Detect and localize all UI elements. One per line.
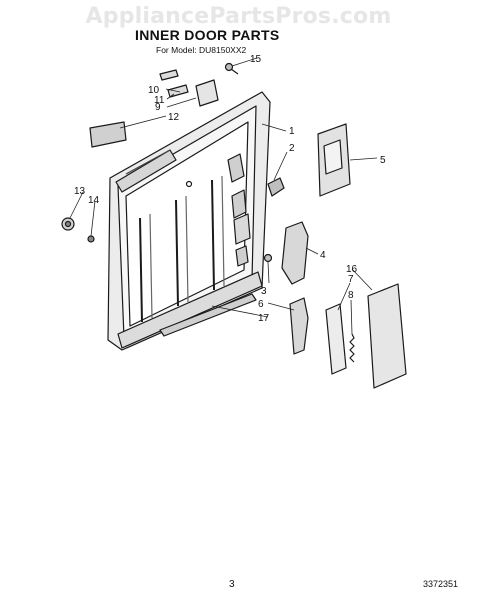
leader-lines: [69, 57, 378, 335]
callout-7: 7: [348, 274, 354, 285]
page-title: INNER DOOR PARTS: [135, 27, 280, 43]
callout-8: 8: [348, 290, 354, 301]
callout-1: 1: [289, 126, 295, 137]
side-trim: [367, 283, 407, 389]
vent-clip-lower: [167, 84, 189, 98]
callout-17: 17: [258, 313, 270, 324]
vent-clip-upper: [159, 69, 179, 81]
callout-13: 13: [74, 186, 86, 197]
nut: [87, 235, 95, 243]
vent-cover: [195, 79, 219, 107]
document-number: 3372351: [423, 579, 459, 589]
hinge: [289, 297, 309, 355]
callout-11: 11: [154, 95, 165, 106]
callout-3: 3: [261, 286, 267, 297]
inner-door-panel: [107, 91, 271, 351]
spring-bracket: [325, 303, 347, 375]
page-number: 3: [229, 579, 235, 590]
callout-labels: 1 2 5 4 3 6 7 8 9 10 11 12 13 14 15 16 1…: [74, 54, 386, 324]
hinge-bracket: [281, 221, 309, 285]
callout-4: 4: [320, 250, 326, 261]
bottom-gasket: [159, 293, 257, 337]
callout-9: 9: [155, 102, 161, 113]
screw: [224, 62, 239, 75]
callout-10: 10: [148, 85, 160, 96]
callout-2: 2: [289, 143, 295, 154]
detergent-dispenser: [317, 123, 351, 197]
spring: [349, 333, 355, 363]
callout-16: 16: [346, 264, 358, 275]
console-insert: [89, 121, 127, 148]
callout-12: 12: [168, 112, 180, 123]
bearing: [263, 253, 273, 263]
callout-5: 5: [380, 155, 386, 166]
knob: [61, 217, 75, 231]
callout-14: 14: [88, 195, 100, 206]
latch-bracket: [267, 177, 285, 197]
callout-15: 15: [250, 54, 262, 65]
watermark-text: AppliancePartsPros.com: [85, 4, 392, 29]
callout-6: 6: [258, 299, 264, 310]
model-line: For Model: DU8150XX2: [156, 45, 247, 55]
